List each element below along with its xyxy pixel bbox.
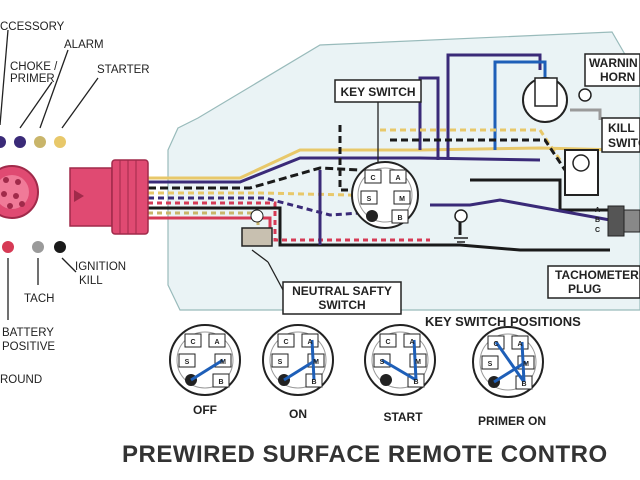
plug-pin-indicators	[0, 136, 66, 253]
svg-text:B: B	[311, 379, 316, 386]
kill-switch-label-1: KILL	[608, 121, 635, 135]
key-terminal-c: C	[370, 175, 375, 182]
label-ignition-kill-2: KILL	[79, 275, 103, 287]
neutral-safety-label-2: SWITCH	[318, 298, 365, 312]
svg-text:A: A	[517, 341, 522, 348]
svg-text:B: B	[218, 379, 223, 386]
component-wires	[318, 53, 611, 245]
tach-pin-a: A	[595, 207, 600, 214]
neutral-safety-switch	[241, 209, 273, 263]
label-leader-lines	[0, 29, 99, 320]
key-switch: C A S M B	[351, 161, 419, 229]
warning-horn-label-1: WARNIN	[589, 56, 638, 70]
svg-text:M: M	[220, 359, 226, 366]
warning-horn-label-2: HORN	[600, 70, 635, 84]
position-label-primer-on: PRIMER ON	[478, 414, 546, 428]
tachometer-plug: A B C	[595, 205, 640, 237]
key-position-primer-on: C A S M B PRIMER ON	[472, 326, 546, 428]
label-ignition-kill-1: IGNITION	[75, 261, 126, 273]
tach-pin-c: C	[595, 227, 600, 234]
warning-horn	[522, 77, 592, 123]
kill-switch	[564, 149, 599, 196]
svg-text:S: S	[380, 359, 385, 366]
svg-text:S: S	[185, 359, 190, 366]
tachometer-callout: TACHOMETER PLUG	[547, 265, 640, 299]
svg-text:B: B	[413, 379, 418, 386]
label-battery-positive-1: BATTERY	[2, 327, 54, 339]
svg-text:M: M	[415, 359, 421, 366]
svg-text:C: C	[283, 339, 288, 346]
key-position-off: C A S M B OFF	[169, 324, 241, 417]
label-alarm: ALARM	[64, 39, 104, 51]
svg-text:M: M	[523, 361, 529, 368]
svg-text:A: A	[409, 339, 414, 346]
svg-text:A: A	[307, 339, 312, 346]
svg-text:B: B	[521, 381, 526, 388]
neutral-safety-label-1: NEUTRAL SAFTY	[292, 284, 392, 298]
position-label-off: OFF	[193, 403, 217, 417]
svg-text:C: C	[385, 339, 390, 346]
label-choke-primer-1: CHOKE /	[10, 61, 58, 73]
tachometer-label-2: PLUG	[568, 282, 601, 296]
label-choke-primer-2: PRIMER	[10, 73, 55, 85]
key-terminal-s: S	[367, 196, 372, 203]
kill-switch-label-2: SWITC	[608, 136, 640, 150]
diagram-title: PREWIRED SURFACE REMOTE CONTRO	[122, 441, 608, 468]
ground-symbol	[454, 209, 468, 243]
svg-text:S: S	[278, 359, 283, 366]
tachometer-label-1: TACHOMETER	[555, 268, 639, 282]
warning-horn-callout: WARNIN HORN	[584, 53, 640, 87]
label-accessory: CCESSORY	[0, 21, 65, 33]
svg-text:S: S	[488, 361, 493, 368]
key-switch-label: KEY SWITCH	[340, 85, 415, 99]
key-terminal-b: B	[397, 215, 402, 222]
svg-text:M: M	[313, 359, 319, 366]
label-tach: TACH	[24, 293, 54, 305]
svg-text:C: C	[190, 339, 195, 346]
label-starter: STARTER	[97, 64, 150, 76]
label-battery-positive-2: POSITIVE	[2, 341, 55, 353]
key-position-start: C A S M B START	[364, 324, 436, 424]
key-positions-heading: KEY SWITCH POSITIONS	[425, 314, 581, 329]
tach-pin-b: B	[595, 217, 600, 224]
key-terminal-m: M	[399, 196, 405, 203]
position-label-on: ON	[289, 407, 307, 421]
key-terminal-a: A	[395, 175, 400, 182]
key-switch-callout: KEY SWITCH	[334, 79, 422, 162]
label-ground: ROUND	[0, 374, 42, 386]
svg-text:A: A	[214, 339, 219, 346]
key-position-on: C A S M B ON	[262, 324, 334, 421]
kill-switch-callout: KILL SWITC	[601, 117, 640, 153]
main-harness-plug	[0, 165, 39, 219]
neutral-safety-callout: NEUTRAL SAFTY SWITCH	[267, 261, 402, 315]
harness-connector	[69, 159, 149, 235]
svg-text:C: C	[493, 341, 498, 348]
position-label-start: START	[383, 410, 423, 424]
